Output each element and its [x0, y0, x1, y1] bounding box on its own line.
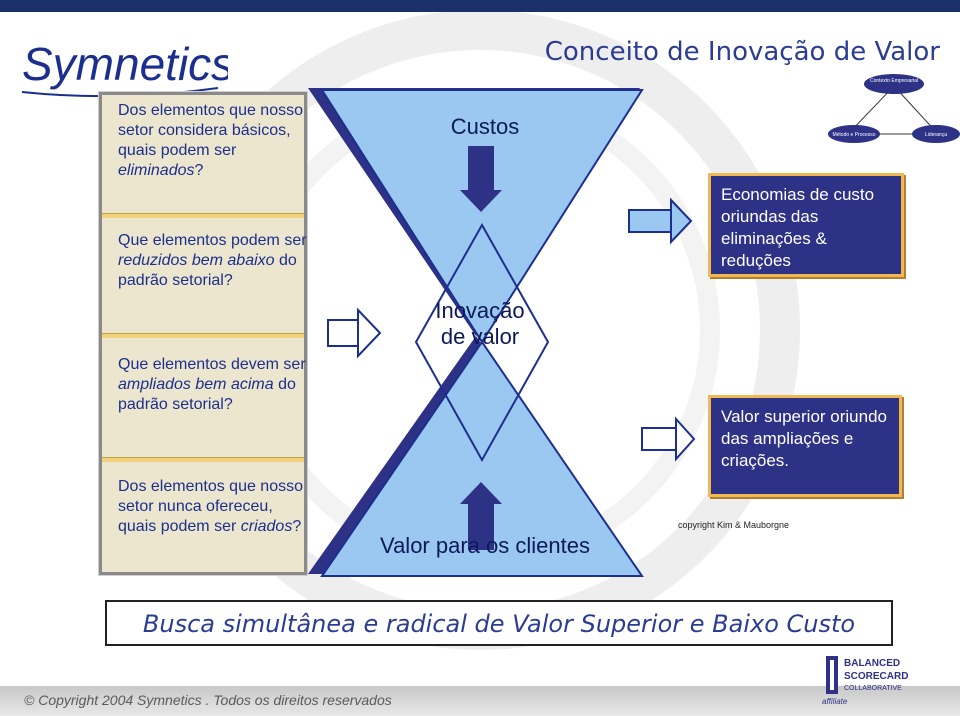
question-eliminate: Dos elementos que nosso setor considera … — [118, 102, 303, 179]
footer-copyright: © Copyright 2004 Symnetics . Todos os di… — [24, 692, 392, 708]
svg-text:SCORECARD: SCORECARD — [844, 671, 908, 682]
svg-text:BALANCED: BALANCED — [844, 658, 900, 669]
mini-right-label: Liderança — [925, 132, 947, 138]
value-diamond — [414, 222, 550, 463]
customer-value-label: Valor para os clientes — [380, 533, 590, 558]
value-innovation-label: Inovação de valor — [435, 298, 525, 349]
svg-text:affiliate: affiliate — [822, 697, 848, 706]
hourglass-shape — [320, 89, 644, 577]
right-arrow-icon — [641, 416, 696, 462]
mini-top-label: Contexto Empresarial — [870, 78, 918, 84]
value-innovation-diagram — [308, 88, 644, 577]
cost-savings-box: Economias de custo oriundas das eliminaç… — [708, 173, 904, 277]
question-reduce: Que elementos podem ser reduzidos bem ab… — [118, 232, 307, 289]
mini-diagram: Contexto Empresarial Método e Processo L… — [828, 74, 960, 143]
divider — [102, 457, 304, 462]
superior-value-box: Valor superior oriundo das ampliações e … — [708, 395, 902, 497]
question-create: Dos elementos que nosso setor nunca ofer… — [118, 478, 303, 535]
symnetics-logo: Symnetics — [21, 38, 228, 98]
svg-text:COLLABORATIVE: COLLABORATIVE — [844, 685, 902, 692]
balanced-scorecard-logo: BALANCED SCORECARD COLLABORATIVE affilia… — [822, 656, 908, 706]
question-raise: Que elementos devem ser ampliados bem ac… — [118, 356, 306, 413]
footer-bar — [0, 686, 960, 716]
source-note: copyright Kim & Mauborgne — [678, 520, 790, 530]
questions-panel: Dos elementos que nosso setor considera … — [99, 92, 307, 575]
page-title: Conceito de Inovação de Valor — [544, 37, 940, 67]
top-bar — [0, 0, 960, 12]
mini-left-label: Método e Processo — [832, 132, 875, 138]
divider — [102, 333, 304, 338]
up-arrow-icon — [460, 482, 502, 550]
down-arrow-icon — [460, 146, 502, 212]
divider — [102, 213, 304, 218]
summary-banner: Busca simultânea e radical de Valor Supe… — [105, 600, 893, 646]
costs-label: Custos — [450, 114, 520, 139]
right-arrow-icon — [628, 197, 693, 245]
input-arrow-icon — [327, 307, 382, 359]
logo-text: Symnetics — [22, 38, 228, 90]
